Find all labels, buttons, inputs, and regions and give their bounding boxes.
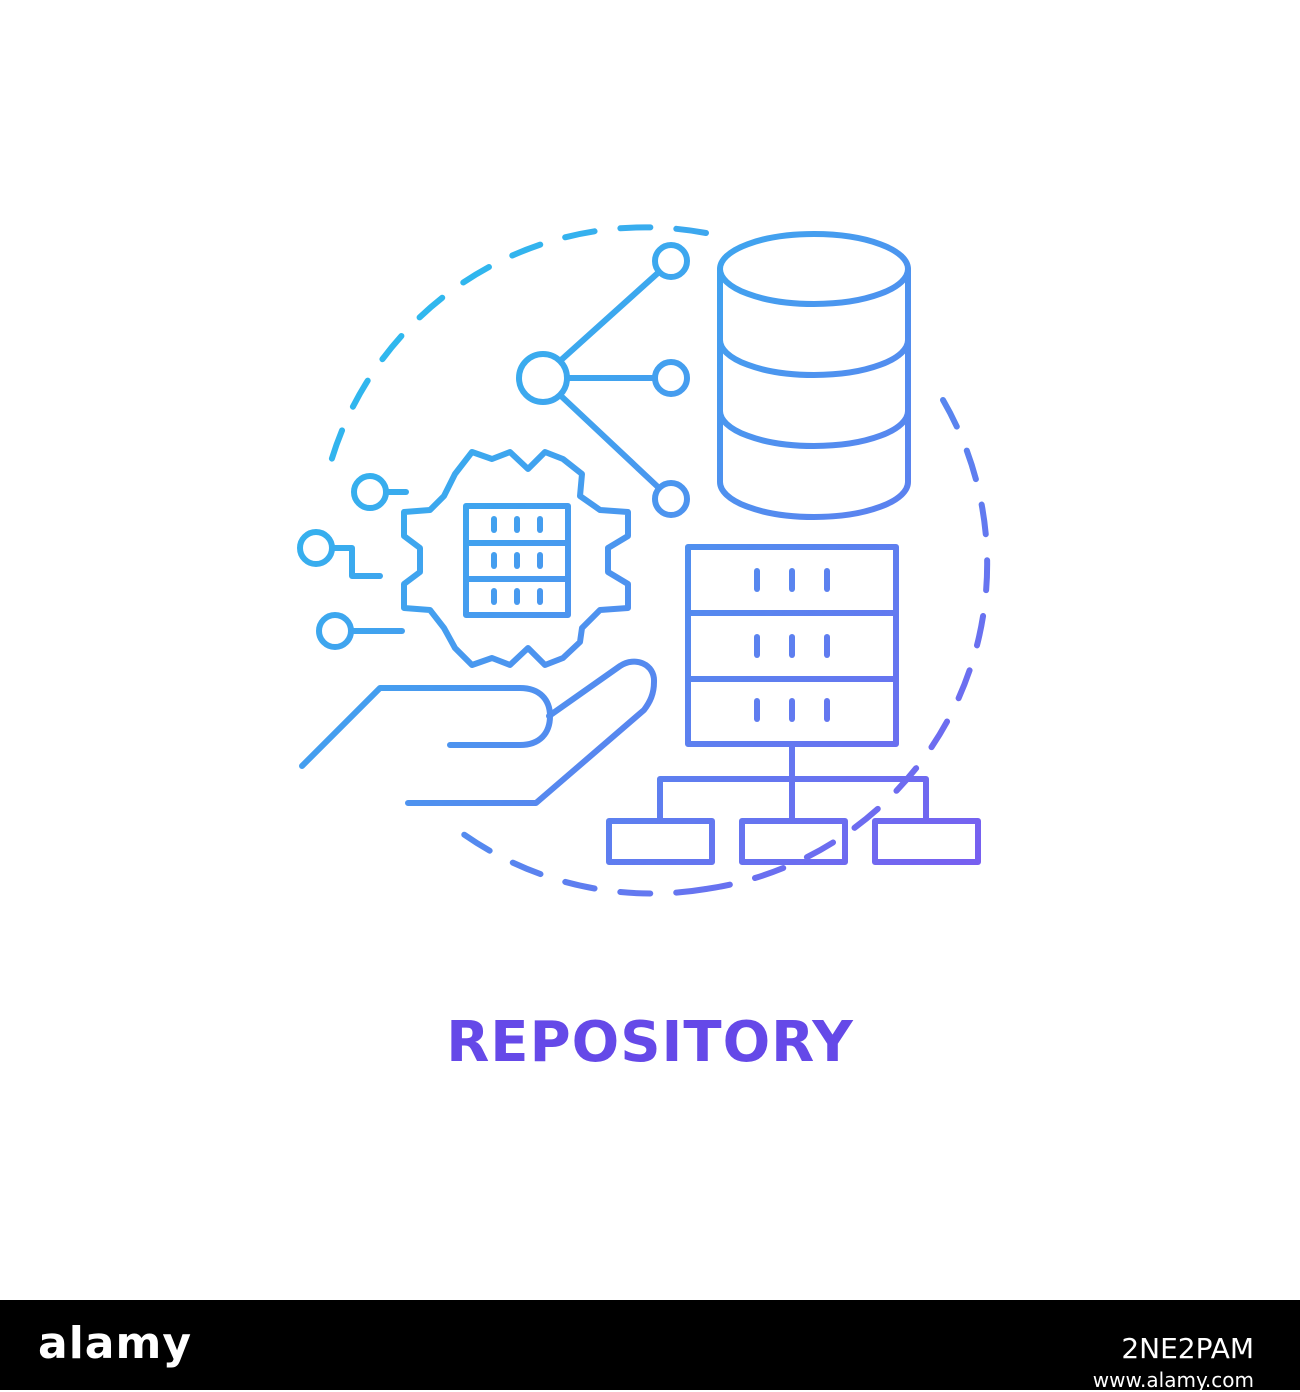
watermark-link[interactable]: www.alamy.com bbox=[1092, 1368, 1254, 1392]
gear-icon bbox=[401, 449, 631, 668]
network-nodes-icon bbox=[516, 242, 690, 518]
circuit-connectors-icon bbox=[297, 473, 409, 650]
artboard: REPOSITORY bbox=[297, 224, 991, 1075]
hierarchy-tree-icon bbox=[606, 741, 981, 865]
open-hand-icon bbox=[299, 658, 657, 806]
watermark-logo: alamy bbox=[38, 1318, 192, 1369]
image-id: 2NE2PAM bbox=[1121, 1332, 1254, 1365]
dashed-circle-icon bbox=[327, 224, 991, 897]
caption-title: REPOSITORY bbox=[446, 1010, 854, 1075]
server-rack-icon bbox=[685, 544, 899, 747]
server-rack-icon bbox=[463, 503, 571, 618]
watermark-bar: alamy 2NE2PAM www.alamy.com bbox=[0, 1300, 1300, 1392]
repository-illustration bbox=[297, 224, 991, 897]
database-cylinder-icon bbox=[717, 231, 911, 520]
